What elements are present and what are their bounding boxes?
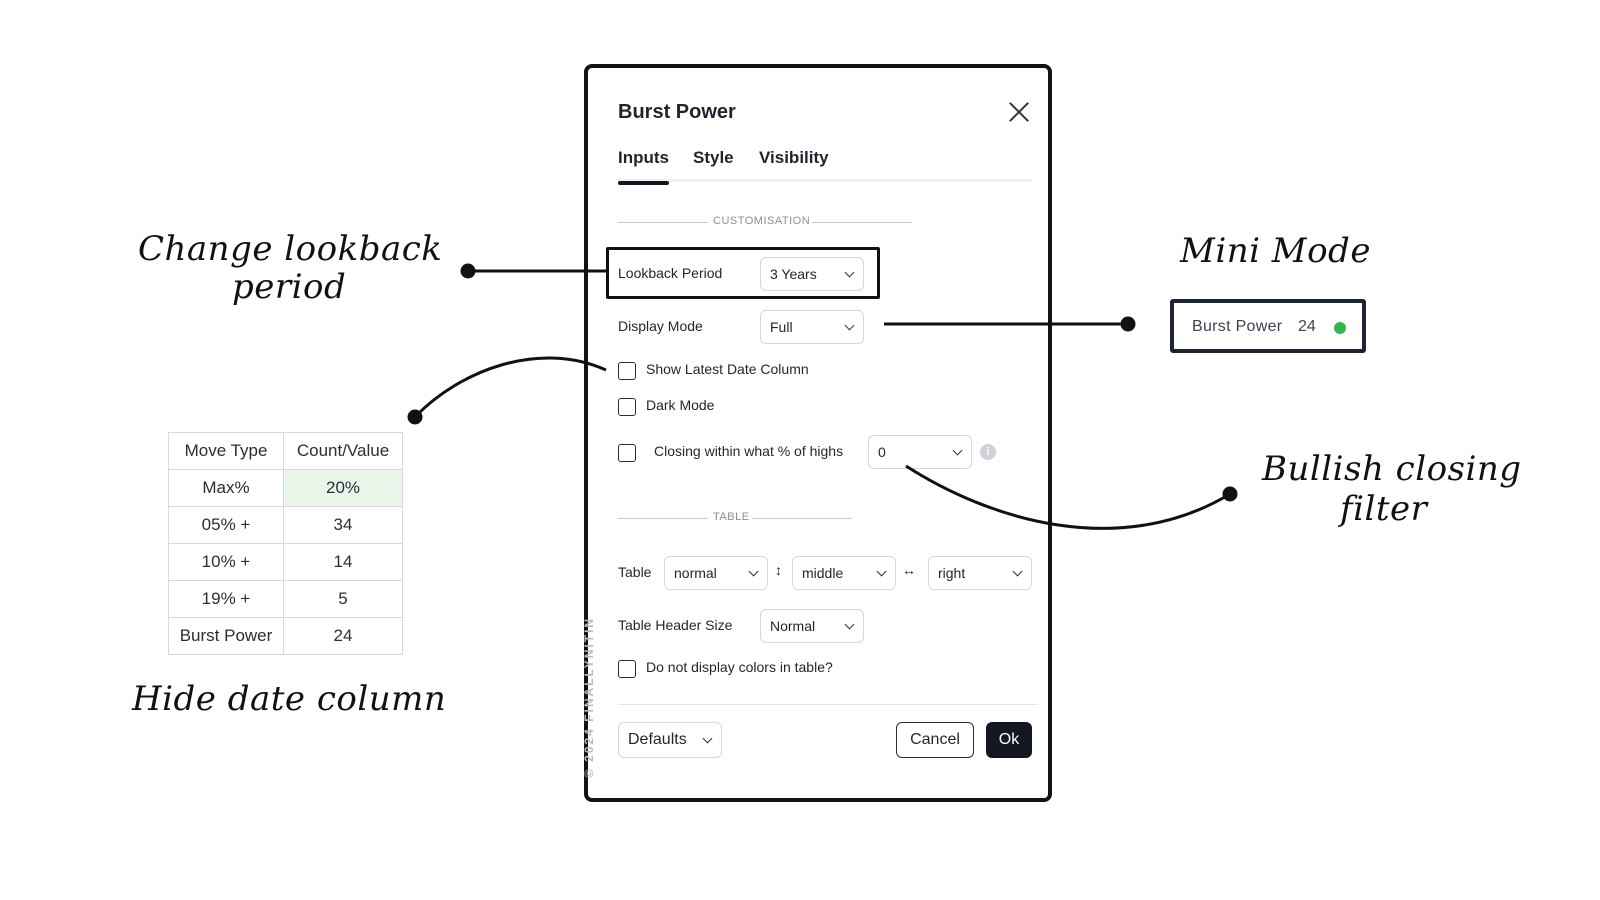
lookback-select[interactable]: 3 Years (760, 257, 864, 291)
table-cell: 5 (283, 580, 403, 618)
table-cell: 14 (283, 543, 403, 581)
settings-dialog: Burst Power Inputs Style Visibility CUST… (582, 64, 1052, 802)
closing-within-select[interactable]: 0 (868, 435, 972, 469)
lookback-connector-dot (460, 263, 476, 279)
lookback-value: 3 Years (770, 266, 817, 282)
hide-date-connector-dot (407, 409, 423, 425)
chevron-down-icon (702, 733, 713, 744)
table-rule-right (752, 518, 852, 519)
table-row: Max% 20% (168, 469, 403, 507)
annotation-bullish-line1: Bullish closing (1262, 449, 1522, 489)
vertical-align-icon: ↕ (775, 562, 782, 578)
hide-date-connector (413, 356, 607, 419)
customisation-rule-right (812, 222, 912, 223)
table-size-value: normal (674, 565, 717, 581)
dark-mode-checkbox[interactable] (618, 398, 636, 416)
table-header-size-value: Normal (770, 618, 816, 634)
no-colors-label: Do not display colors in table? (646, 659, 833, 675)
table-cell: 10% + (168, 543, 284, 581)
copyright-watermark: © 2024 FINALLYNITIN (582, 616, 596, 778)
table-header-size-label: Table Header Size (618, 617, 733, 633)
table-cell: Max% (168, 469, 284, 507)
mini-mode-value: 24 (1298, 318, 1316, 335)
table-cell: 05% + (168, 506, 284, 544)
horizontal-align-icon: ↔ (902, 562, 916, 578)
annotation-lookback-line1: Change lookback (138, 229, 443, 269)
section-table: TABLE (713, 511, 750, 523)
closing-within-value: 0 (878, 444, 886, 460)
table-label: Table (618, 564, 652, 580)
table-cell: 34 (283, 506, 403, 544)
table-horizontal-select[interactable]: right (928, 556, 1032, 590)
annotation-mini-mode: Mini Mode (1180, 231, 1371, 271)
bullish-connector-dot (1222, 486, 1238, 502)
header-move-type: Move Type (168, 432, 284, 470)
chevron-down-icon (844, 619, 855, 630)
annotation-hide-date: Hide date column (132, 679, 447, 719)
mini-mode-label: Burst Power (1192, 318, 1283, 335)
chevron-down-icon (952, 445, 963, 456)
closing-within-checkbox[interactable] (618, 444, 636, 462)
tab-bar: Inputs Style Visibility (618, 148, 1032, 185)
display-mode-label: Display Mode (618, 318, 703, 334)
table-cell: 20% (283, 469, 403, 507)
status-dot (1334, 322, 1346, 334)
ok-button[interactable]: Ok (986, 722, 1032, 758)
footer-divider (618, 704, 1038, 705)
chevron-down-icon (748, 566, 759, 577)
defaults-button[interactable]: Defaults (618, 722, 722, 758)
table-cell: Burst Power (168, 617, 284, 655)
tab-visibility[interactable]: Visibility (759, 148, 829, 167)
table-vertical-value: middle (802, 565, 844, 581)
table-cell: 24 (283, 617, 403, 655)
cancel-button[interactable]: Cancel (896, 722, 974, 758)
chevron-down-icon (876, 566, 887, 577)
table-row: 19% + 5 (168, 580, 403, 618)
annotation-lookback-line2: period (232, 267, 347, 307)
table-vertical-select[interactable]: middle (792, 556, 896, 590)
closing-within-label: Closing within what % of highs (654, 443, 844, 459)
display-mode-value: Full (770, 319, 793, 335)
tab-inputs[interactable]: Inputs (618, 148, 669, 185)
table-horizontal-value: right (938, 565, 966, 581)
table-cell: 19% + (168, 580, 284, 618)
dialog-title: Burst Power (618, 101, 736, 123)
section-customisation: CUSTOMISATION (713, 215, 811, 227)
mini-mode-widget: Burst Power 24 (1170, 299, 1366, 353)
table-header-row: Move Type Count/Value (168, 432, 403, 470)
burst-power-table: Move Type Count/Value Max% 20% 05% + 34 … (168, 432, 403, 655)
lookback-label: Lookback Period (618, 265, 723, 281)
table-row: 05% + 34 (168, 506, 403, 544)
chevron-down-icon (844, 320, 855, 331)
table-size-select[interactable]: normal (664, 556, 768, 590)
show-latest-date-checkbox[interactable] (618, 362, 636, 380)
show-latest-date-label: Show Latest Date Column (646, 361, 809, 377)
lookback-highlight-box (606, 247, 880, 299)
header-count-value: Count/Value (283, 432, 403, 470)
table-header-size-select[interactable]: Normal (760, 609, 864, 643)
table-row: Burst Power 24 (168, 617, 403, 655)
dark-mode-label: Dark Mode (646, 397, 715, 413)
customisation-rule-left (618, 222, 708, 223)
tab-style[interactable]: Style (693, 148, 734, 167)
display-mode-select[interactable]: Full (760, 310, 864, 344)
table-row: 10% + 14 (168, 543, 403, 581)
info-icon[interactable]: i (980, 444, 996, 460)
chevron-down-icon (1012, 566, 1023, 577)
close-icon[interactable] (1006, 99, 1032, 125)
defaults-label: Defaults (628, 731, 687, 748)
annotation-bullish-line2: filter (1340, 489, 1428, 529)
mini-mode-connector-dot (1120, 316, 1136, 332)
no-colors-checkbox[interactable] (618, 660, 636, 678)
table-rule-left (618, 518, 708, 519)
